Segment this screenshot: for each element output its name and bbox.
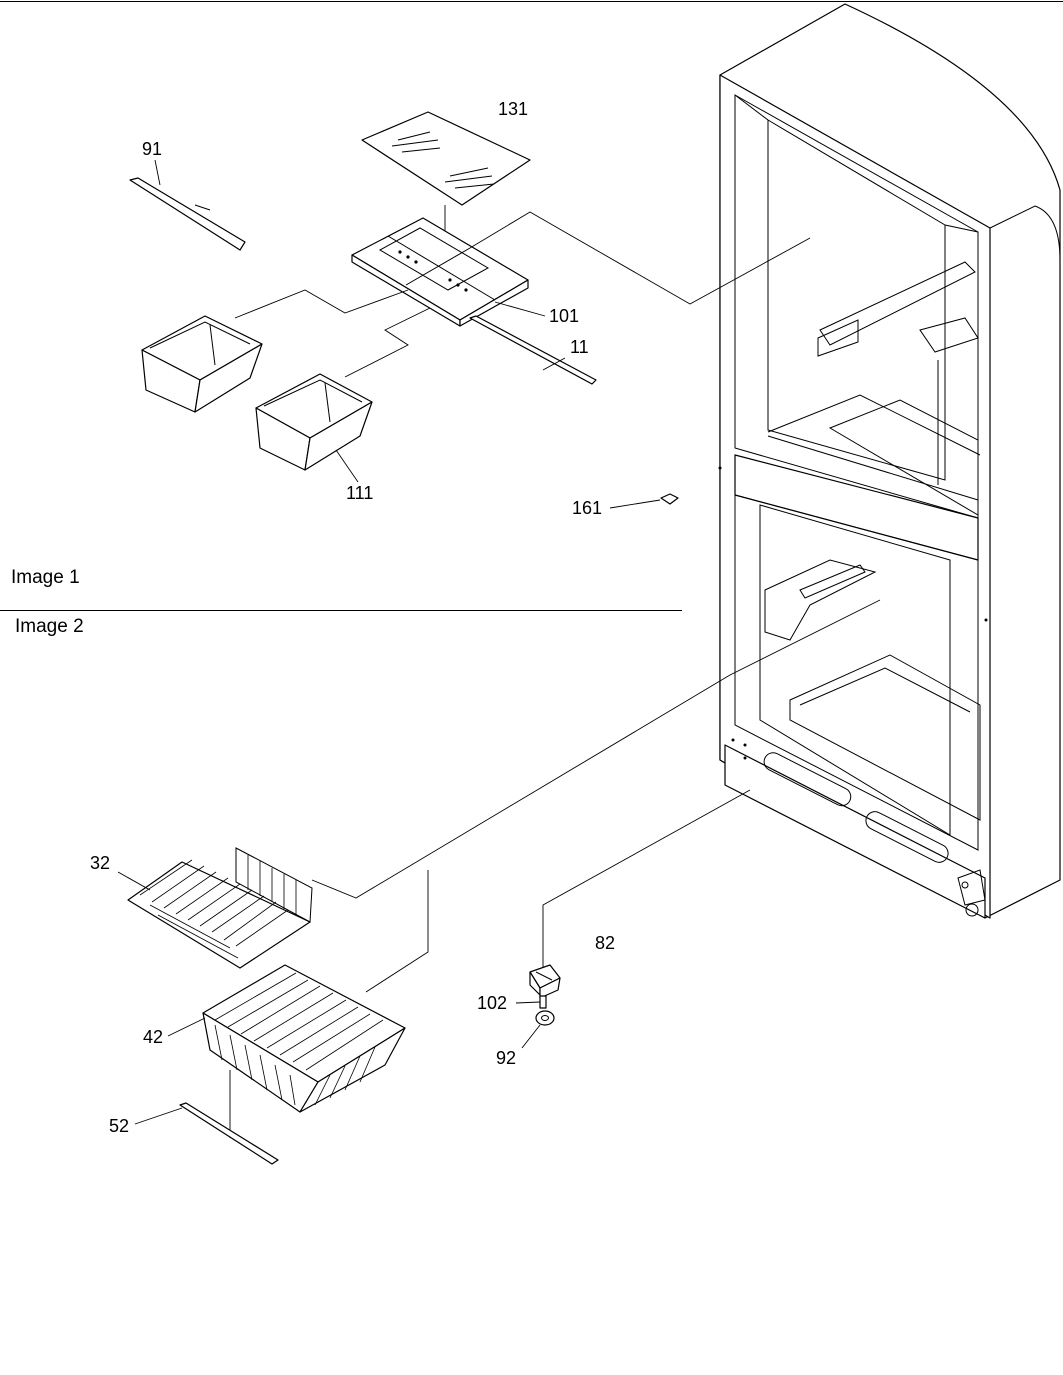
callout-42: 42: [143, 1027, 164, 1047]
crisper-cover-frame: [351, 217, 529, 327]
basket-rail: [179, 1102, 279, 1165]
plug: [660, 493, 679, 505]
freezer-wire-shelf: [127, 847, 313, 969]
washer: [535, 1010, 555, 1026]
callout-82: 82: [595, 933, 616, 953]
callout-11: 11: [570, 337, 589, 357]
callout-131: 131: [498, 99, 529, 119]
callout-102: 102: [477, 993, 508, 1013]
glass-shelf: [361, 111, 531, 206]
refrigerator-cabinet: [718, 3, 1061, 919]
hinge-bracket: [529, 964, 561, 999]
callout-111: 111: [346, 483, 374, 503]
top-border-rule: [0, 1, 1063, 2]
callout-92: 92: [496, 1048, 517, 1068]
hinge-pin: [539, 995, 547, 1009]
callout-91: 91: [142, 139, 163, 159]
callout-32: 32: [90, 853, 111, 873]
section-divider: [0, 610, 682, 611]
crisper-pan: [141, 315, 263, 413]
section-label-image-2: Image 2: [15, 616, 84, 637]
callout-101: 101: [549, 306, 580, 326]
shelf-trim: [129, 177, 246, 251]
freezer-wire-basket: [202, 964, 406, 1113]
crisper-pan: [255, 373, 373, 471]
slide-rail: [469, 315, 597, 385]
section-label-image-1: Image 1: [11, 567, 80, 588]
callout-52: 52: [109, 1116, 130, 1136]
callout-161: 161: [572, 498, 603, 518]
